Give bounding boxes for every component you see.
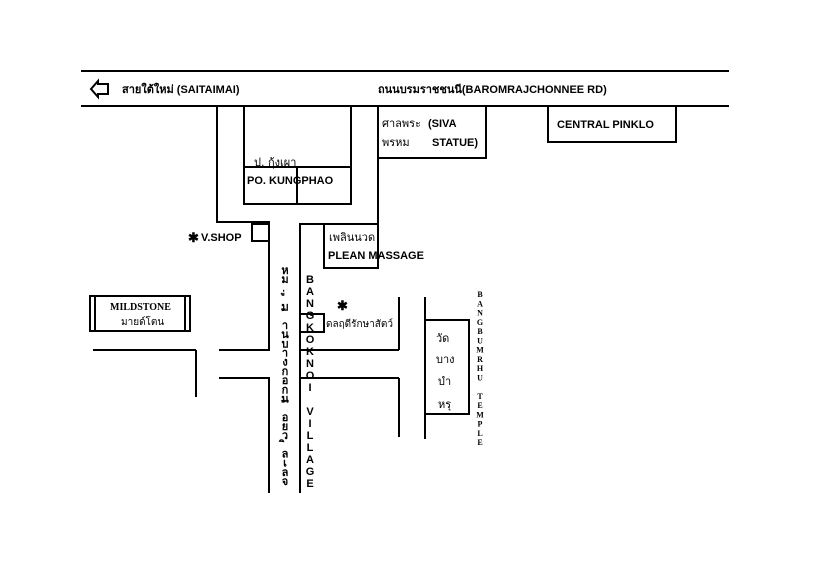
temple-thai-line-1: วัด — [436, 332, 449, 345]
vertical-glyph: ย — [282, 420, 288, 433]
shop-thai-label: ดลฤดีรักษาสัตว์ — [326, 318, 393, 330]
vertical-glyph: B — [477, 290, 483, 299]
vertical-glyph: ก — [282, 365, 289, 378]
vertical-glyph: ่ — [282, 290, 285, 293]
vertical-glyph: บ — [282, 337, 289, 350]
vertical-glyph: N — [477, 309, 483, 318]
vshop-star-icon: ✱ — [188, 230, 199, 245]
vertical-glyph: G — [306, 310, 315, 322]
vertical-glyph: E — [306, 478, 313, 490]
temple-thai-line-4: หรุ — [438, 398, 451, 411]
vertical-glyph: V — [306, 406, 314, 418]
road-lines — [81, 70, 729, 493]
vertical-glyph: N — [306, 358, 314, 370]
shop-star-icon: ✱ — [337, 298, 348, 313]
central-pinklo-building — [547, 105, 677, 143]
vertical-glyph: E — [477, 438, 482, 447]
vertical-glyph: อ — [282, 411, 289, 424]
vertical-glyph: A — [306, 286, 314, 298]
lower-left-road-edge — [219, 377, 270, 493]
vertical-glyph: ก — [282, 383, 289, 396]
vertical-glyph: ล — [282, 466, 289, 479]
vertical-glyph: ล — [282, 447, 289, 460]
kungphao-thai-label: ป. กุ้งเผา — [254, 156, 296, 169]
vertical-glyph: ู — [280, 292, 285, 296]
baromrajchonnee-road-label: ถนนบรมราชชนนี(BAROMRAJCHONNEE RD) — [378, 83, 607, 96]
vertical-glyph: N — [306, 298, 314, 310]
vertical-glyph: U — [477, 336, 483, 345]
vertical-glyph: ง — [282, 356, 287, 369]
vertical-glyph: า — [282, 347, 288, 360]
massage-building — [323, 223, 379, 269]
vertical-glyph: จ — [282, 475, 288, 488]
vertical-glyph: ห — [281, 264, 288, 277]
vertical-glyph: O — [306, 370, 315, 382]
temple-thai-line-2: บาง — [436, 353, 455, 366]
vertical-glyph: G — [477, 318, 483, 327]
siva-statue-box — [377, 105, 487, 159]
vertical-glyph: L — [477, 429, 482, 438]
vertical-glyph: B — [306, 274, 314, 286]
temple-thai-line-3: บำ — [438, 375, 451, 388]
kungphao-en-label: PO. KUNGPHAO — [247, 175, 334, 187]
left-road-edge — [216, 106, 270, 351]
vertical-glyph: A — [306, 454, 314, 466]
siva-thai-label-1: ศาลพระ — [382, 117, 421, 130]
vertical-glyph: อ — [282, 374, 289, 387]
siva-thai-label-2: พรหม — [382, 136, 410, 149]
vertical-glyph: L — [307, 442, 314, 454]
vertical-glyph: E — [477, 401, 482, 410]
vshop-building — [251, 223, 270, 242]
central-pinklo-label: CENTRAL PINKLO — [557, 119, 654, 131]
mildstone-thai-label: มายด์โตน — [121, 315, 164, 328]
vertical-glyph: ม — [281, 273, 288, 286]
temple-building — [424, 319, 470, 415]
shop-building — [299, 313, 325, 333]
vertical-glyph: เ — [283, 457, 287, 470]
vertical-glyph: U — [477, 373, 483, 382]
saitaimai-label: สายใต้ใหม่ (SAITAIMAI) — [122, 82, 240, 96]
vertical-glyph: O — [306, 334, 315, 346]
vertical-glyph: า — [282, 319, 288, 332]
vertical-glyph: M — [476, 410, 484, 419]
vertical-glyph: I — [308, 418, 311, 430]
arrow-left-icon — [89, 78, 109, 100]
mildstone-en-label: MILDSTONE — [110, 302, 171, 313]
vertical-glyph: B — [477, 327, 483, 336]
vertical-glyph: G — [306, 466, 315, 478]
vertical-glyph: น — [281, 328, 289, 341]
siva-en-label-2: STATUE) — [432, 137, 478, 149]
vertical-glyph: R — [477, 355, 483, 364]
vertical-glyph: I — [308, 382, 311, 394]
vertical-glyph: M — [476, 346, 484, 355]
vertical-glyph: A — [477, 299, 483, 308]
vertical-glyph: น — [281, 392, 289, 405]
vertical-glyph: T — [477, 392, 483, 401]
massage-thai-label: เพลินนวด — [329, 231, 375, 244]
siva-en-label-1: (SIVA — [428, 118, 457, 130]
mildstone-building — [89, 295, 191, 332]
vshop-label: V.SHOP — [201, 232, 242, 244]
temple-thai-label: วัด บาง บำ หรุ — [436, 332, 455, 411]
vertical-glyph: ว — [282, 429, 288, 442]
vertical-glyph: L — [307, 430, 314, 442]
vertical-glyph: K — [306, 322, 314, 334]
vertical-glyph: บ — [282, 301, 289, 314]
massage-en-label: PLEAN MASSAGE — [328, 250, 424, 262]
vertical-glyph: P — [478, 420, 483, 429]
vertical-glyph: H — [477, 364, 484, 373]
vertical-glyph: K — [306, 346, 314, 358]
